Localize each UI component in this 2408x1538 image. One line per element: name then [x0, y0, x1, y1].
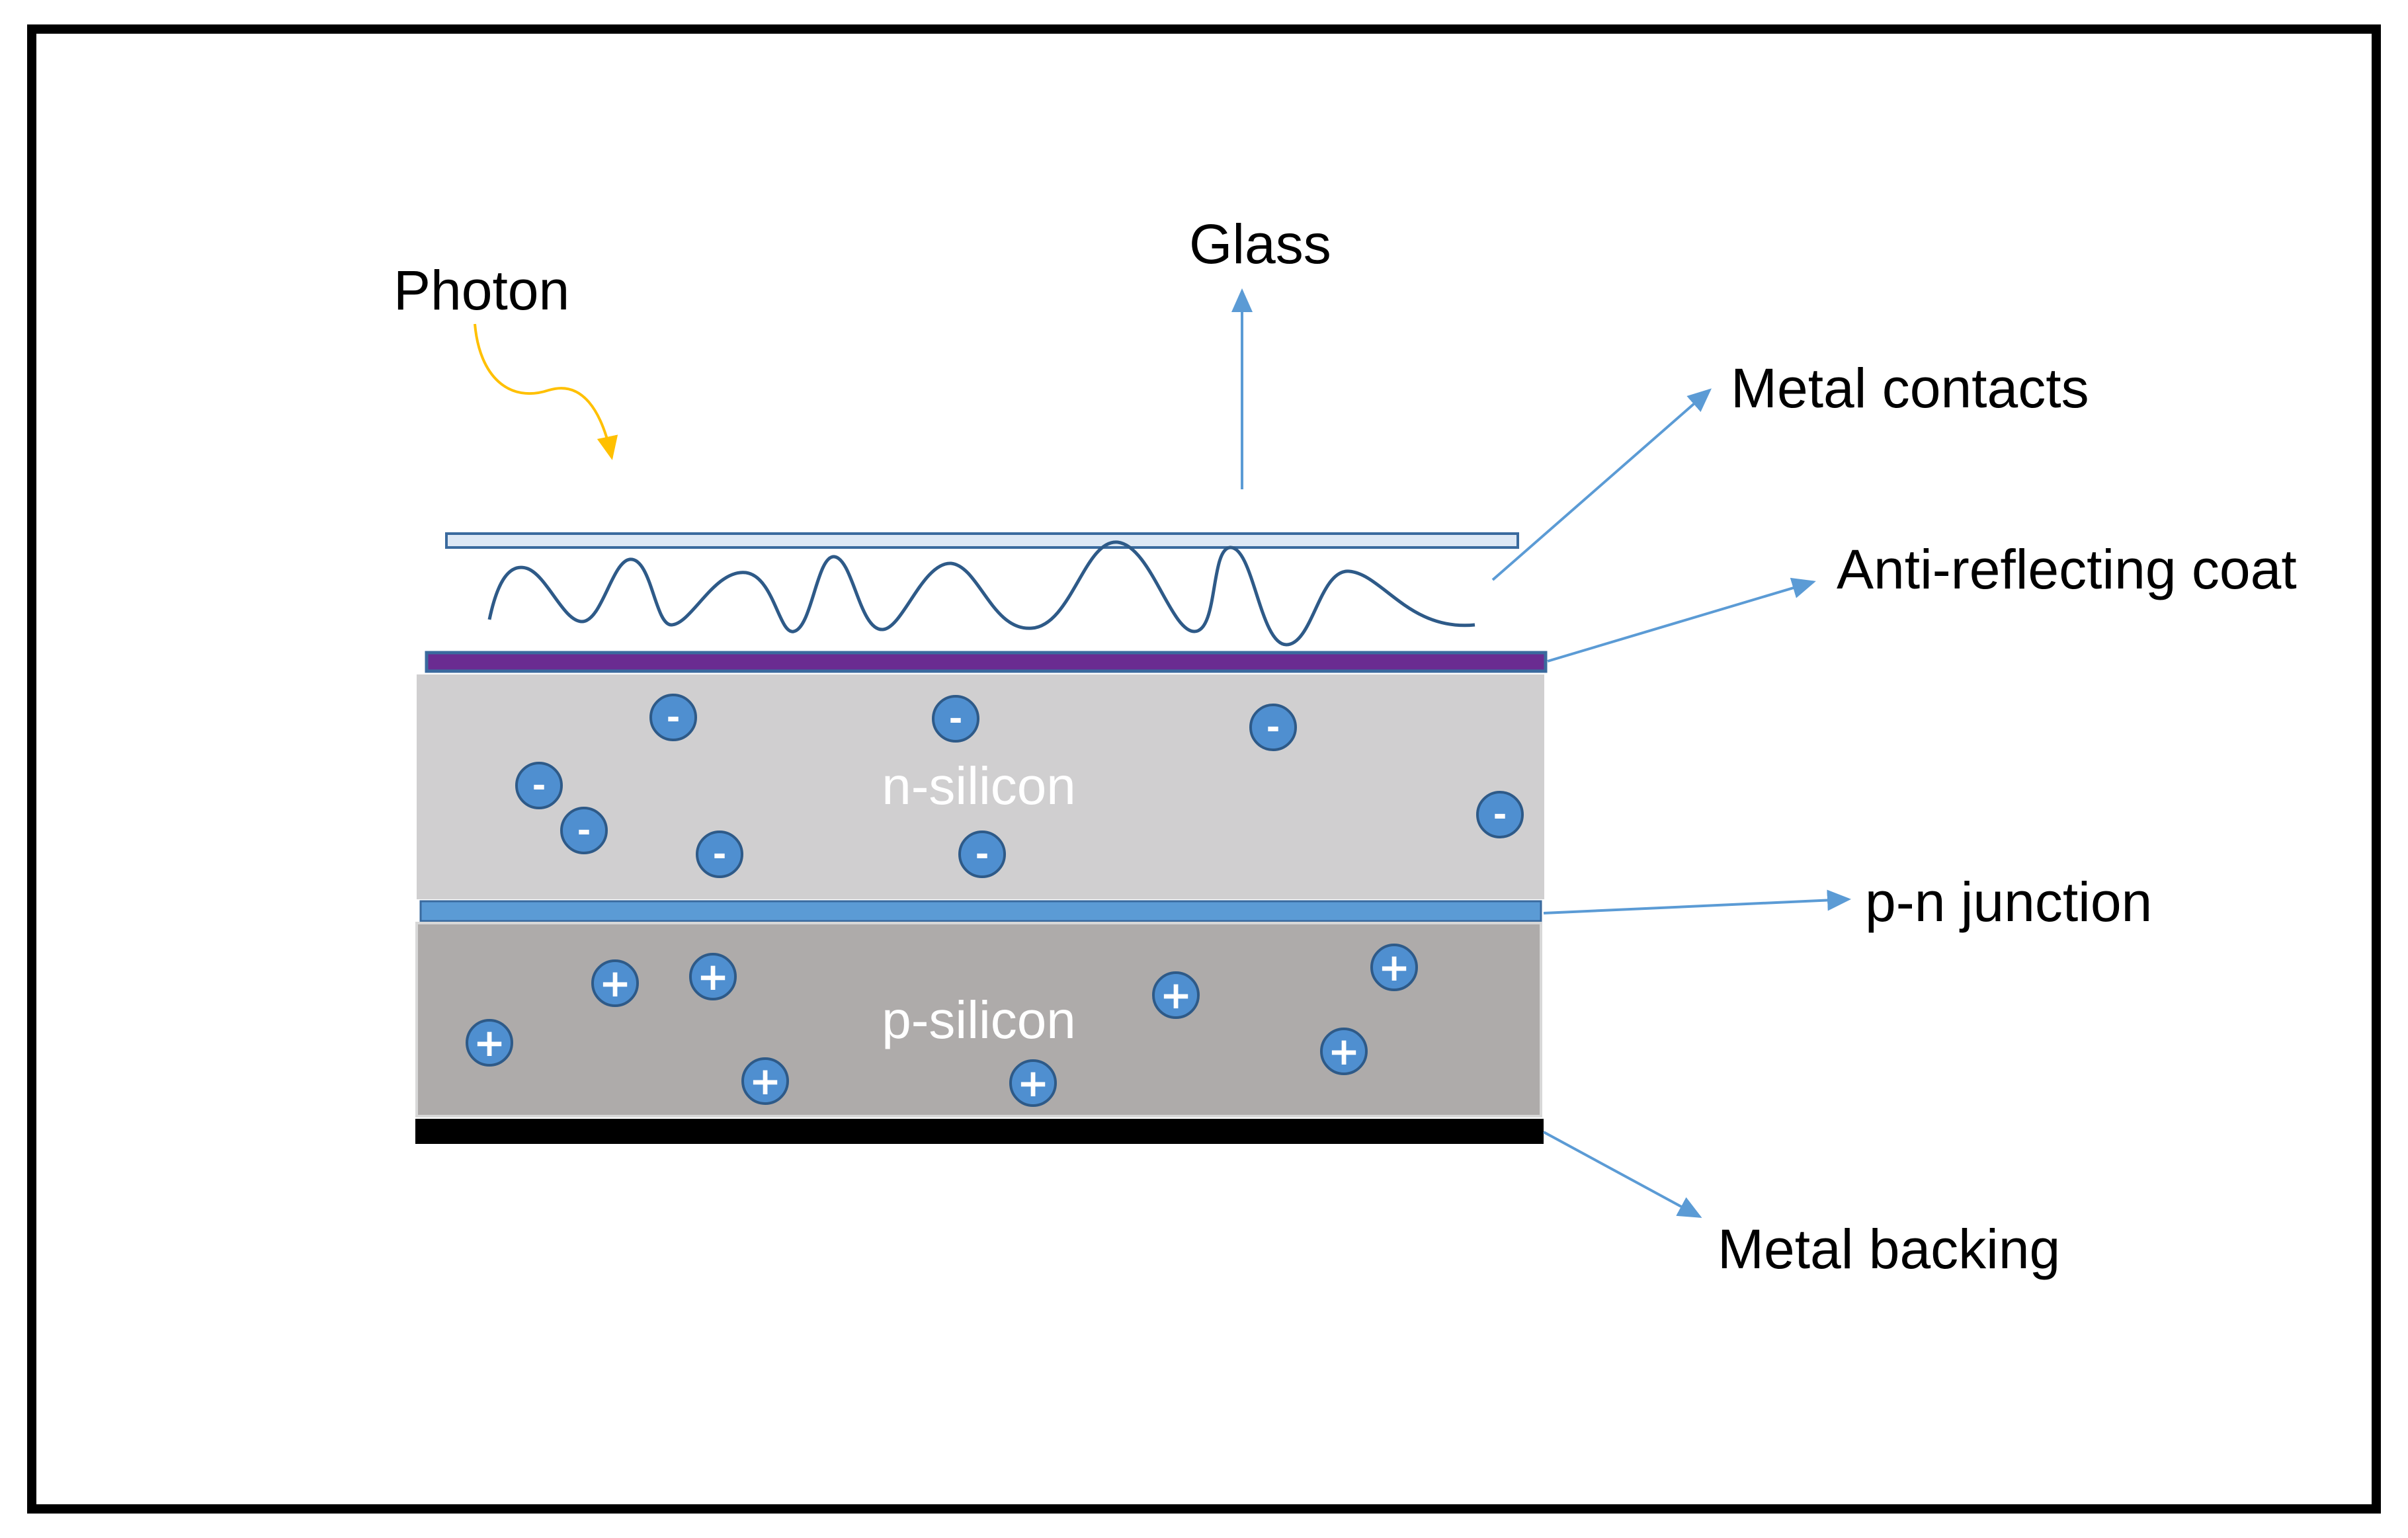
- electron-charge: -: [1249, 704, 1297, 751]
- svg-text:+: +: [1160, 973, 1192, 1018]
- p-silicon-layer: [415, 922, 1542, 1117]
- svg-text:-: -: [1493, 795, 1507, 834]
- pn-junction-pointer-arrow: [1543, 889, 1851, 914]
- metal-backing-pointer-arrow: [1543, 1131, 1702, 1218]
- svg-text:+: +: [1328, 1029, 1360, 1074]
- electron-charge: -: [958, 830, 1006, 878]
- hole-charge: +: [1320, 1028, 1368, 1075]
- anti-reflecting-layer: [425, 651, 1548, 673]
- metal-contacts-label: Metal contacts: [1731, 357, 2089, 419]
- metal-contacts-pointer-arrow: [1491, 388, 1712, 581]
- svg-text:-: -: [532, 766, 546, 805]
- photon-arrow: [474, 323, 618, 460]
- n-silicon-label: n-silicon: [882, 756, 1075, 815]
- hole-charge: +: [1009, 1059, 1057, 1107]
- svg-text:+: +: [1017, 1061, 1050, 1106]
- svg-text:+: +: [697, 954, 729, 999]
- svg-text:-: -: [667, 698, 681, 737]
- pn-junction-label: p-n junction: [1865, 871, 2152, 933]
- electron-charge: -: [515, 762, 563, 809]
- electron-charge: -: [649, 694, 697, 741]
- svg-text:+: +: [474, 1020, 506, 1065]
- hole-charge: +: [1370, 944, 1418, 991]
- electron-charge: -: [560, 807, 608, 854]
- hole-charge: +: [1152, 971, 1200, 1019]
- hole-charge: +: [466, 1019, 513, 1067]
- glass-label: Glass: [1189, 213, 1331, 275]
- hole-charge: +: [741, 1057, 789, 1105]
- metal-backing-label: Metal backing: [1718, 1218, 2060, 1280]
- hole-charge: +: [591, 959, 639, 1007]
- electron-charge: -: [1476, 791, 1524, 838]
- svg-text:-: -: [949, 700, 963, 738]
- photon-label: Photon: [394, 259, 569, 321]
- p-silicon-label: p-silicon: [882, 991, 1075, 1049]
- pn-junction-layer: [419, 900, 1542, 922]
- metal-backing-layer: [415, 1119, 1544, 1144]
- svg-text:-: -: [1266, 708, 1280, 747]
- electron-charge: -: [696, 830, 743, 878]
- svg-text:+: +: [749, 1059, 782, 1104]
- light-wave: [487, 540, 1475, 647]
- hole-charge: +: [689, 953, 737, 1000]
- svg-text:+: +: [1378, 945, 1411, 990]
- glass-layer: [445, 532, 1519, 549]
- anti-reflecting-coat-label: Anti-reflecting coat: [1837, 538, 2297, 600]
- anti-reflecting-pointer-arrow: [1547, 577, 1816, 663]
- svg-text:-: -: [976, 835, 989, 873]
- svg-text:-: -: [713, 835, 727, 873]
- svg-text:+: +: [599, 961, 632, 1006]
- svg-text:-: -: [577, 811, 591, 850]
- electron-charge: -: [932, 695, 979, 743]
